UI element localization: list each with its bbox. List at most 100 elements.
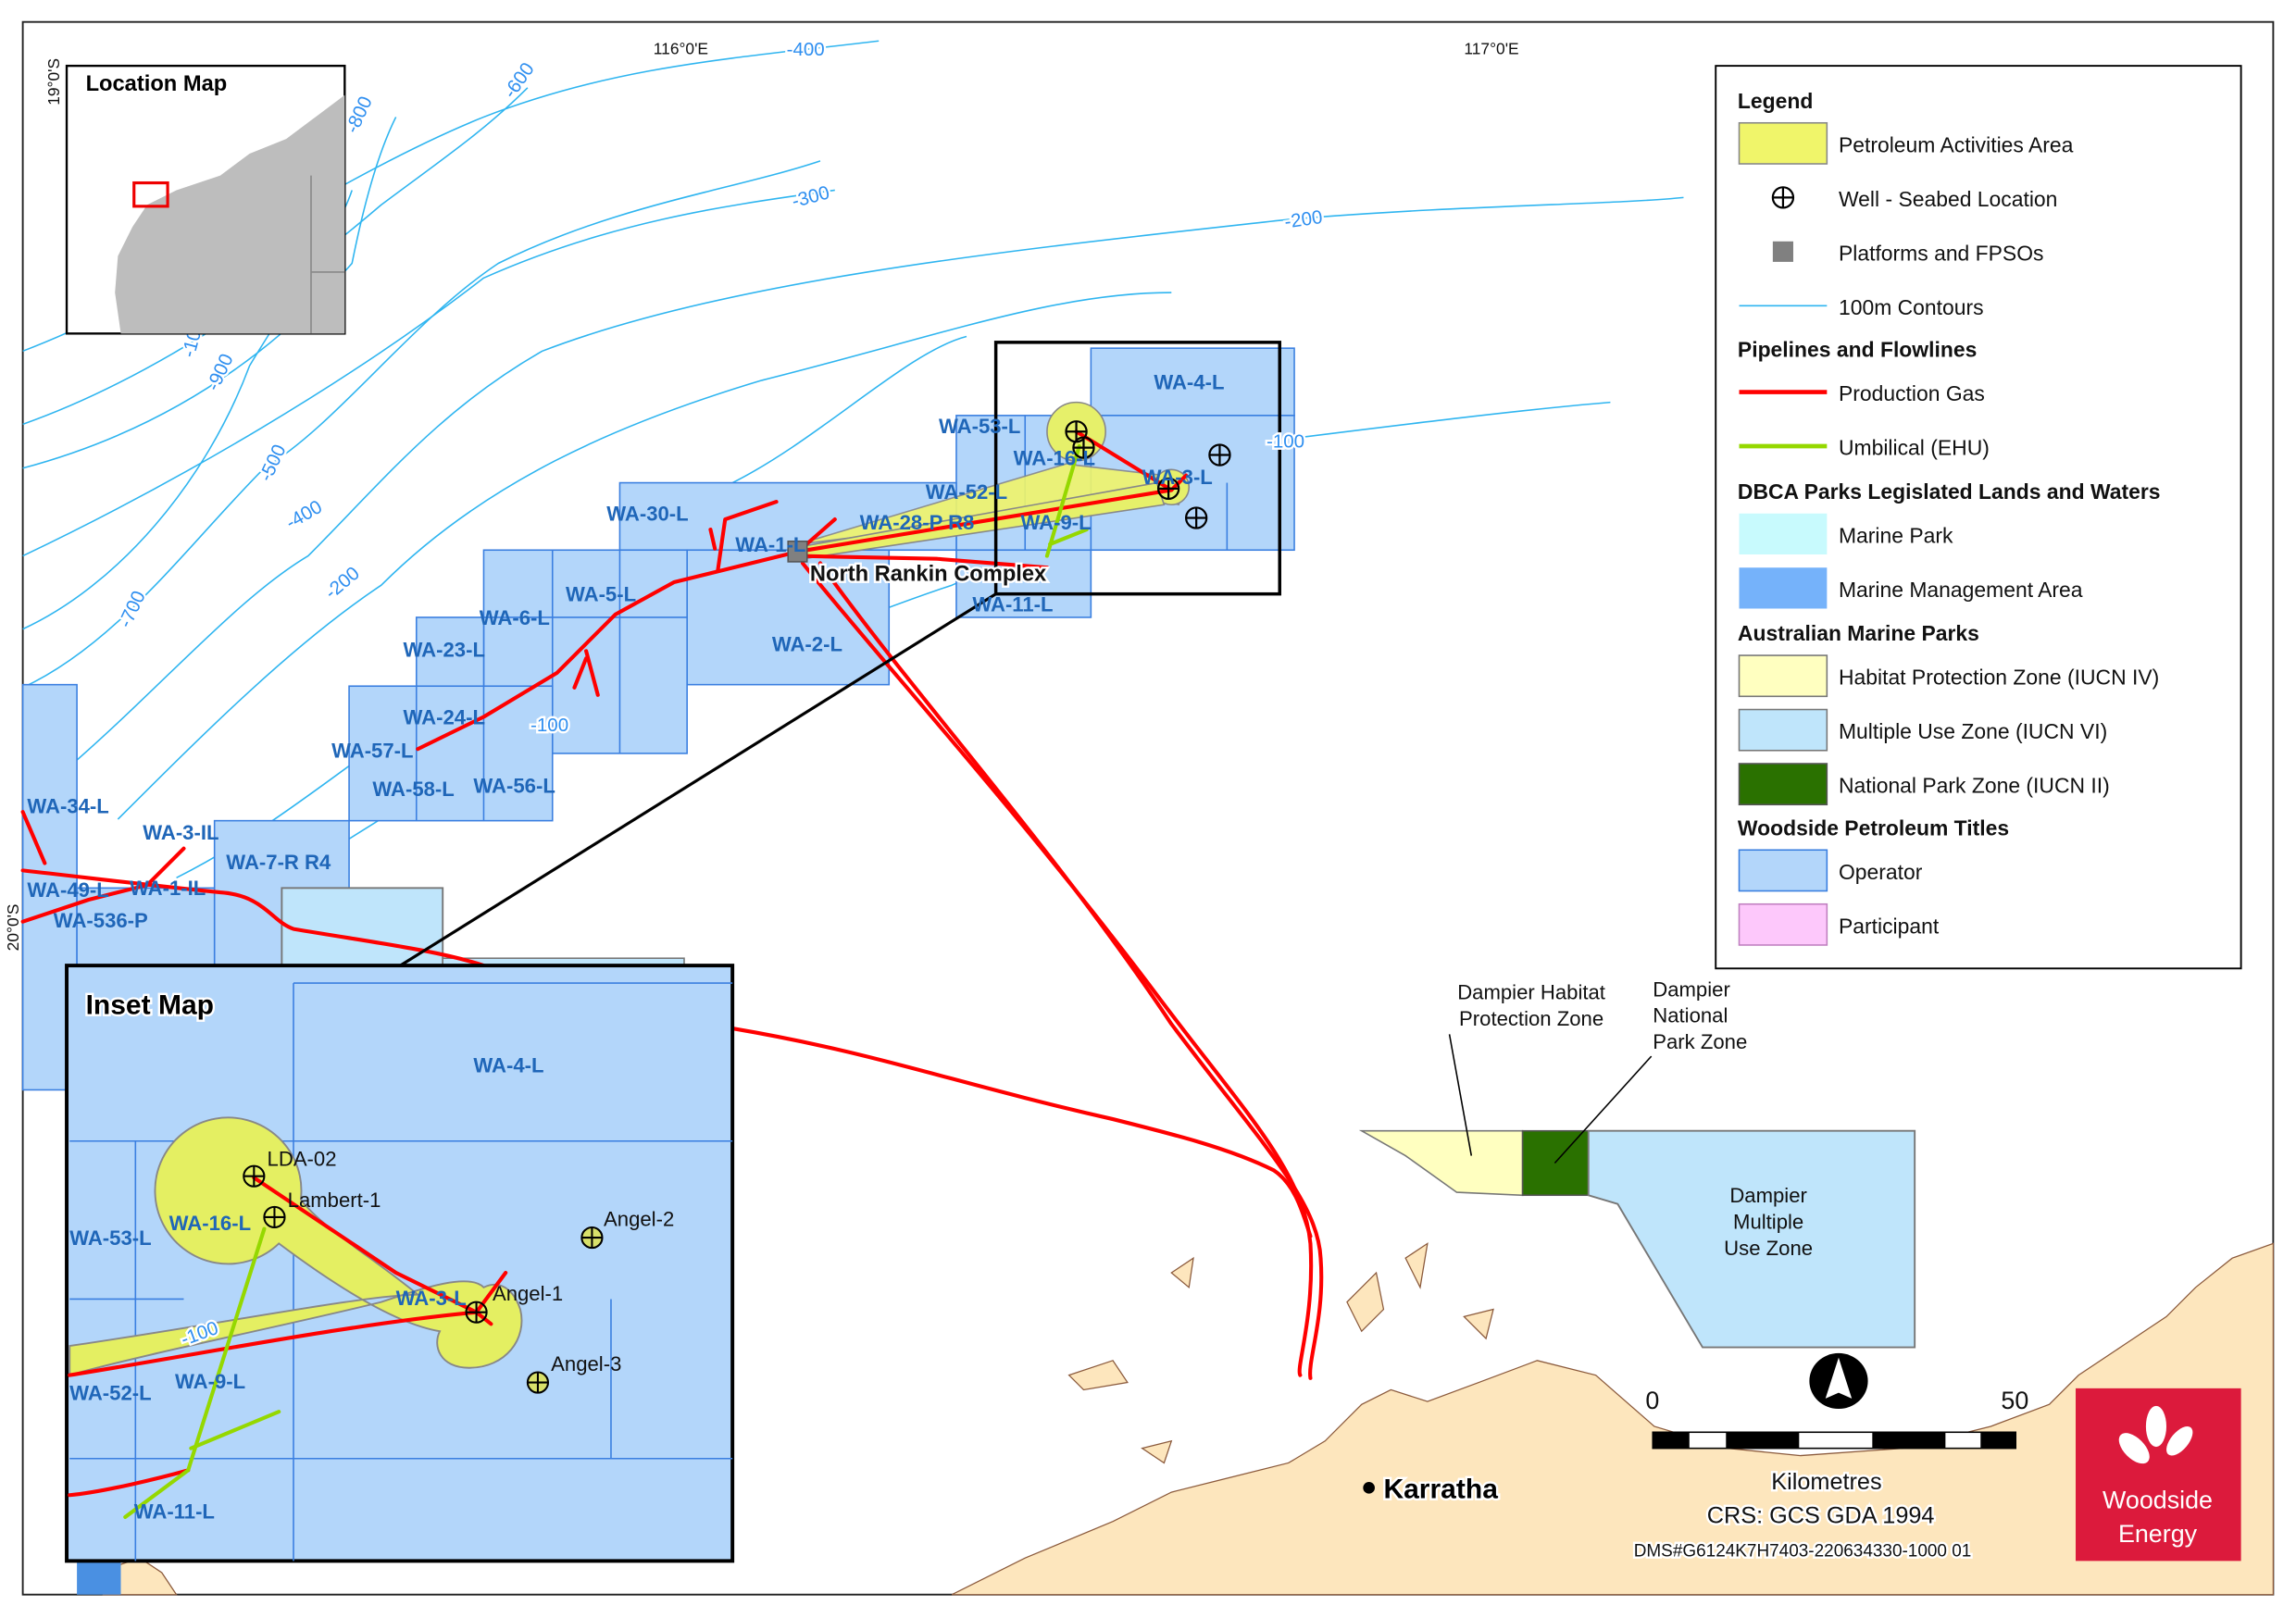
svg-text:Angel-3: Angel-3: [551, 1352, 621, 1375]
svg-text:Energy: Energy: [2118, 1520, 2198, 1548]
svg-text:-100: -100: [530, 715, 568, 736]
svg-text:WA-34-L: WA-34-L: [27, 795, 108, 818]
svg-text:WA-3-L: WA-3-L: [396, 1287, 467, 1310]
svg-text:National Park Zone (IUCN II): National Park Zone (IUCN II): [1839, 774, 2110, 798]
svg-text:WA-6-L: WA-6-L: [480, 606, 550, 629]
document-reference: DMS#G6124K7H7403-220634330-1000 01: [1634, 1542, 1972, 1562]
svg-text:WA-58-L: WA-58-L: [372, 778, 454, 801]
svg-text:Umbilical (EHU): Umbilical (EHU): [1839, 436, 1990, 460]
town-label: Karratha: [1383, 1474, 1498, 1504]
inset-wells: [243, 1164, 604, 1394]
land: [102, 1242, 2275, 1596]
svg-text:WA-536-P: WA-536-P: [54, 909, 148, 932]
platform-icon[interactable]: [787, 540, 808, 563]
pipelines: [20, 429, 1324, 1380]
svg-text:WA-3-L: WA-3-L: [1142, 466, 1213, 489]
svg-text:Marine Park: Marine Park: [1839, 523, 1953, 547]
svg-text:DBCA Parks Legislated Lands an: DBCA Parks Legislated Lands and Waters: [1738, 479, 2161, 504]
svg-text:Dampier: Dampier: [1729, 1184, 1807, 1207]
svg-text:WA-11-L: WA-11-L: [134, 1500, 215, 1524]
svg-text:50: 50: [2001, 1387, 2028, 1414]
wells: [787, 420, 1231, 563]
well-icon[interactable]: [1184, 506, 1208, 529]
svg-text:Lambert-1: Lambert-1: [288, 1189, 381, 1212]
svg-text:WA-4-L: WA-4-L: [473, 1053, 543, 1077]
svg-text:WA-24-L: WA-24-L: [404, 705, 485, 728]
well-icon[interactable]: [1156, 477, 1180, 501]
svg-text:WA-9-L: WA-9-L: [1020, 511, 1091, 534]
svg-text:Pipelines and Flowlines: Pipelines and Flowlines: [1738, 338, 1977, 362]
location-extent-box: [132, 180, 169, 208]
inset-extent-box: [993, 341, 1281, 596]
svg-text:19°0'S: 19°0'S: [44, 58, 63, 106]
svg-text:WA-28-P R8: WA-28-P R8: [860, 511, 975, 534]
svg-text:WA-16-L: WA-16-L: [169, 1212, 251, 1235]
svg-text:WA-1-IL: WA-1-IL: [130, 877, 206, 900]
svg-text:WA-52-L: WA-52-L: [69, 1382, 151, 1405]
north-arrow-icon: [1809, 1352, 1868, 1409]
svg-text:WA-23-L: WA-23-L: [404, 639, 485, 662]
svg-text:Inset Map: Inset Map: [86, 989, 214, 1020]
well-icon[interactable]: [1072, 436, 1095, 459]
svg-text:Australian Marine Parks: Australian Marine Parks: [1738, 621, 1979, 645]
svg-text:Angel-1: Angel-1: [493, 1282, 563, 1305]
svg-text:WA-52-L: WA-52-L: [926, 480, 1007, 504]
svg-text:Multiple Use Zone (IUCN VI): Multiple Use Zone (IUCN VI): [1839, 719, 2107, 743]
svg-text:Legend: Legend: [1738, 89, 1813, 113]
svg-text:Operator: Operator: [1839, 860, 1923, 884]
crs-label: CRS: GCS GDA 1994: [1707, 1502, 1935, 1528]
svg-text:117°0'E: 117°0'E: [1464, 39, 1518, 57]
svg-text:WA-11-L: WA-11-L: [972, 593, 1053, 616]
scale-bar: 0 50 Kilometres: [1645, 1387, 2028, 1497]
svg-text:Dampier: Dampier: [1653, 977, 1730, 1001]
svg-text:Kilometres: Kilometres: [1771, 1469, 1881, 1495]
svg-text:100m Contours: 100m Contours: [1839, 295, 1984, 319]
svg-text:Production Gas: Production Gas: [1839, 381, 1985, 405]
svg-text:WA-7-R R4: WA-7-R R4: [226, 851, 331, 874]
svg-text:Multiple: Multiple: [1733, 1211, 1803, 1234]
svg-text:National: National: [1653, 1004, 1728, 1027]
woodside-logo: Woodside Energy: [2076, 1388, 2241, 1562]
facility-label: North Rankin Complex: [810, 562, 1046, 586]
contour-lines: [22, 40, 1684, 952]
svg-text:-100: -100: [1267, 431, 1304, 453]
svg-text:Well - Seabed Location: Well - Seabed Location: [1839, 187, 2057, 211]
svg-text:Angel-2: Angel-2: [604, 1207, 674, 1230]
svg-text:Platforms and FPSOs: Platforms and FPSOs: [1839, 241, 2044, 265]
svg-text:WA-53-L: WA-53-L: [939, 415, 1020, 438]
svg-text:Woodside Petroleum Titles: Woodside Petroleum Titles: [1738, 815, 2009, 840]
well-icon[interactable]: [1208, 443, 1231, 467]
graticule-labels: 116°0'E 117°0'E 19°0'S 20°0'S: [4, 39, 1519, 951]
svg-text:WA-9-L: WA-9-L: [175, 1370, 245, 1393]
svg-text:WA-5-L: WA-5-L: [566, 583, 636, 606]
svg-text:Park Zone: Park Zone: [1653, 1030, 1747, 1053]
legend: Legend Petroleum Activities Area Well - …: [1715, 65, 2242, 970]
svg-text:Marine Management Area: Marine Management Area: [1839, 578, 2083, 602]
svg-text:Petroleum Activities Area: Petroleum Activities Area: [1839, 132, 2074, 156]
svg-text:WA-16-L: WA-16-L: [1014, 447, 1095, 470]
svg-text:20°0'S: 20°0'S: [4, 903, 22, 951]
inset-map: -100 WA-4-L WA-53-L WA-16-L WA-3-L WA-52…: [65, 964, 735, 1563]
dampier-marine-parks: Dampier Habitat Protection Zone Dampier …: [1358, 977, 1916, 1349]
town-marker-icon: [1363, 1482, 1375, 1494]
svg-text:Habitat Protection Zone (IUCN: Habitat Protection Zone (IUCN IV): [1839, 666, 2159, 690]
svg-text:WA-49-L: WA-49-L: [27, 878, 108, 902]
svg-text:-400: -400: [787, 39, 825, 60]
svg-text:WA-56-L: WA-56-L: [473, 775, 555, 798]
svg-text:WA-53-L: WA-53-L: [69, 1226, 151, 1250]
svg-text:WA-30-L: WA-30-L: [606, 503, 688, 526]
svg-text:Location Map: Location Map: [86, 72, 228, 96]
svg-text:0: 0: [1645, 1387, 1659, 1414]
svg-text:116°0'E: 116°0'E: [654, 39, 708, 57]
svg-text:Participant: Participant: [1839, 914, 1940, 938]
location-map: Location Map: [65, 64, 346, 335]
svg-text:WA-3-IL: WA-3-IL: [143, 821, 218, 844]
svg-text:WA-2-L: WA-2-L: [772, 632, 842, 655]
svg-text:WA-1-L: WA-1-L: [735, 533, 805, 556]
svg-text:Protection Zone: Protection Zone: [1459, 1007, 1603, 1030]
block-labels: WA-4-L WA-53-L WA-16-L WA-3-L WA-52-L WA…: [27, 370, 1224, 932]
svg-text:WA-4-L: WA-4-L: [1154, 370, 1224, 393]
svg-text:LDA-02: LDA-02: [268, 1148, 337, 1171]
svg-text:WA-57-L: WA-57-L: [331, 740, 413, 763]
